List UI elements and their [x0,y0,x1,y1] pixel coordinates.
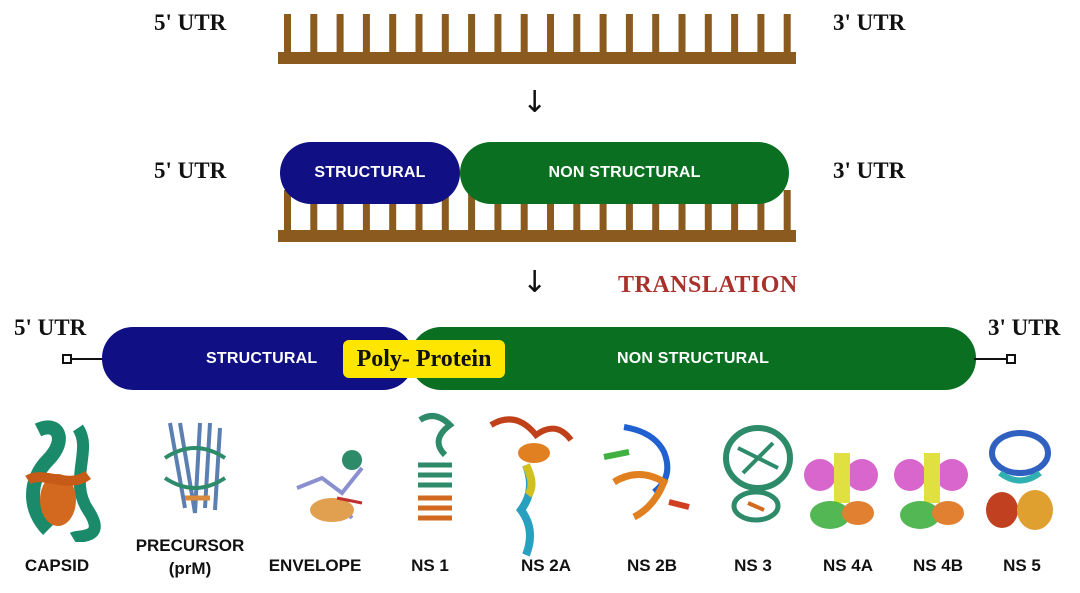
right-terminus-icon [1006,354,1016,364]
rna-backbone [278,230,796,242]
left-linker [70,358,104,360]
rna-nucleotide-tine [468,14,476,54]
polyprotein-label: Poly- Protein [343,340,505,378]
row1-3utr-label: 3' UTR [833,10,906,35]
ns3-structure-image [723,425,793,523]
rna-nucleotide-tine [625,14,633,54]
rna-backbone [278,52,796,64]
rna-nucleotide-tine [757,14,765,54]
capsid-structure-image [25,420,101,542]
ns4a-label: NS 4A [822,556,874,575]
ns2a-label: NS 2A [520,556,572,575]
ns1-structure-image [418,413,455,521]
rna-nucleotide-tine [310,190,318,232]
ns4b-structure-image [894,453,968,529]
rna-nucleotide-tine [389,14,397,54]
rna-nucleotide-tine [468,190,476,232]
ns5-label: NS 5 [1003,556,1041,575]
rna-nucleotide-tine [362,14,370,54]
envelope-structure-image [296,450,364,522]
row3-3utr-label: 3' UTR [988,315,1061,340]
rna-nucleotide-tine [678,14,686,54]
non-structural-region: NON STRUCTURAL [460,142,789,204]
rna-nucleotide-tine [704,190,712,232]
rna-nucleotide-tine [415,190,423,232]
structural-region: STRUCTURAL [280,142,460,204]
rna-nucleotide-tine [415,14,423,54]
rna-strand-1 [278,14,796,64]
ns4b-label: NS 4B [912,556,964,575]
rna-nucleotide-tine [494,190,502,232]
rna-nucleotide-tine [441,14,449,54]
rna-nucleotide-tine [625,190,633,232]
precursor-label: PRECURSOR (prM) [122,536,258,579]
rna-nucleotide-tine [731,14,739,54]
rna-nucleotide-tine [652,190,660,232]
ns2a-structure-image [489,416,574,557]
rna-nucleotide-tine [362,190,370,232]
row1-5utr-label: 5' UTR [154,10,227,35]
rna-nucleotide-tine [757,190,765,232]
rna-nucleotide-tine [389,190,397,232]
right-linker [974,358,1008,360]
ns3-label: NS 3 [734,556,772,575]
rna-nucleotide-tine [547,190,554,232]
rna-nucleotide-tine [783,14,791,54]
row2-3utr-label: 3' UTR [833,158,906,183]
ns2b-label: NS 2B [626,556,678,575]
ns2b-structure-image [603,424,690,521]
capsid-label: CAPSID [24,556,90,575]
rna-nucleotide-tine [731,190,739,232]
ns5-structure-image [986,430,1053,530]
rna-nucleotide-tine [573,14,581,54]
rna-nucleotide-tine [284,14,291,54]
precursor-label-line1: PRECURSOR [135,536,245,555]
rna-nucleotide-tine [599,14,607,54]
rna-nucleotide-tine [547,14,554,54]
rna-nucleotide-tine [336,14,344,54]
ns1-label: NS 1 [411,556,449,575]
rna-nucleotide-tine [310,14,318,54]
polyprotein-structural-label: STRUCTURAL [206,349,318,367]
polyprotein-non-structural-label: NON STRUCTURAL [616,349,770,367]
rna-nucleotide-tine [704,14,712,54]
row3-5utr-label: 5' UTR [14,315,87,340]
rna-strand-2 [278,190,796,242]
ns4a-structure-image [804,453,878,529]
envelope-label: ENVELOPE [268,556,362,575]
rna-nucleotide-tine [573,190,581,232]
translation-label: TRANSLATION [618,272,798,298]
rna-nucleotide-tine [678,190,686,232]
precursor-structure-image [163,422,227,514]
down-arrow-icon-1: ↓ [522,85,548,120]
rna-nucleotide-tine [652,14,660,54]
rna-nucleotide-tine [520,190,528,232]
rna-nucleotide-tine [783,190,791,232]
rna-nucleotide-tine [336,190,344,232]
down-arrow-icon-2: ↓ [522,265,548,300]
rna-nucleotide-tine [599,190,607,232]
row2-5utr-label: 5' UTR [154,158,227,183]
rna-nucleotide-tine [284,190,291,232]
rna-nucleotide-tine [441,190,449,232]
rna-nucleotide-tine [520,14,528,54]
rna-nucleotide-tine [494,14,502,54]
precursor-label-line2: (prM) [168,559,212,578]
